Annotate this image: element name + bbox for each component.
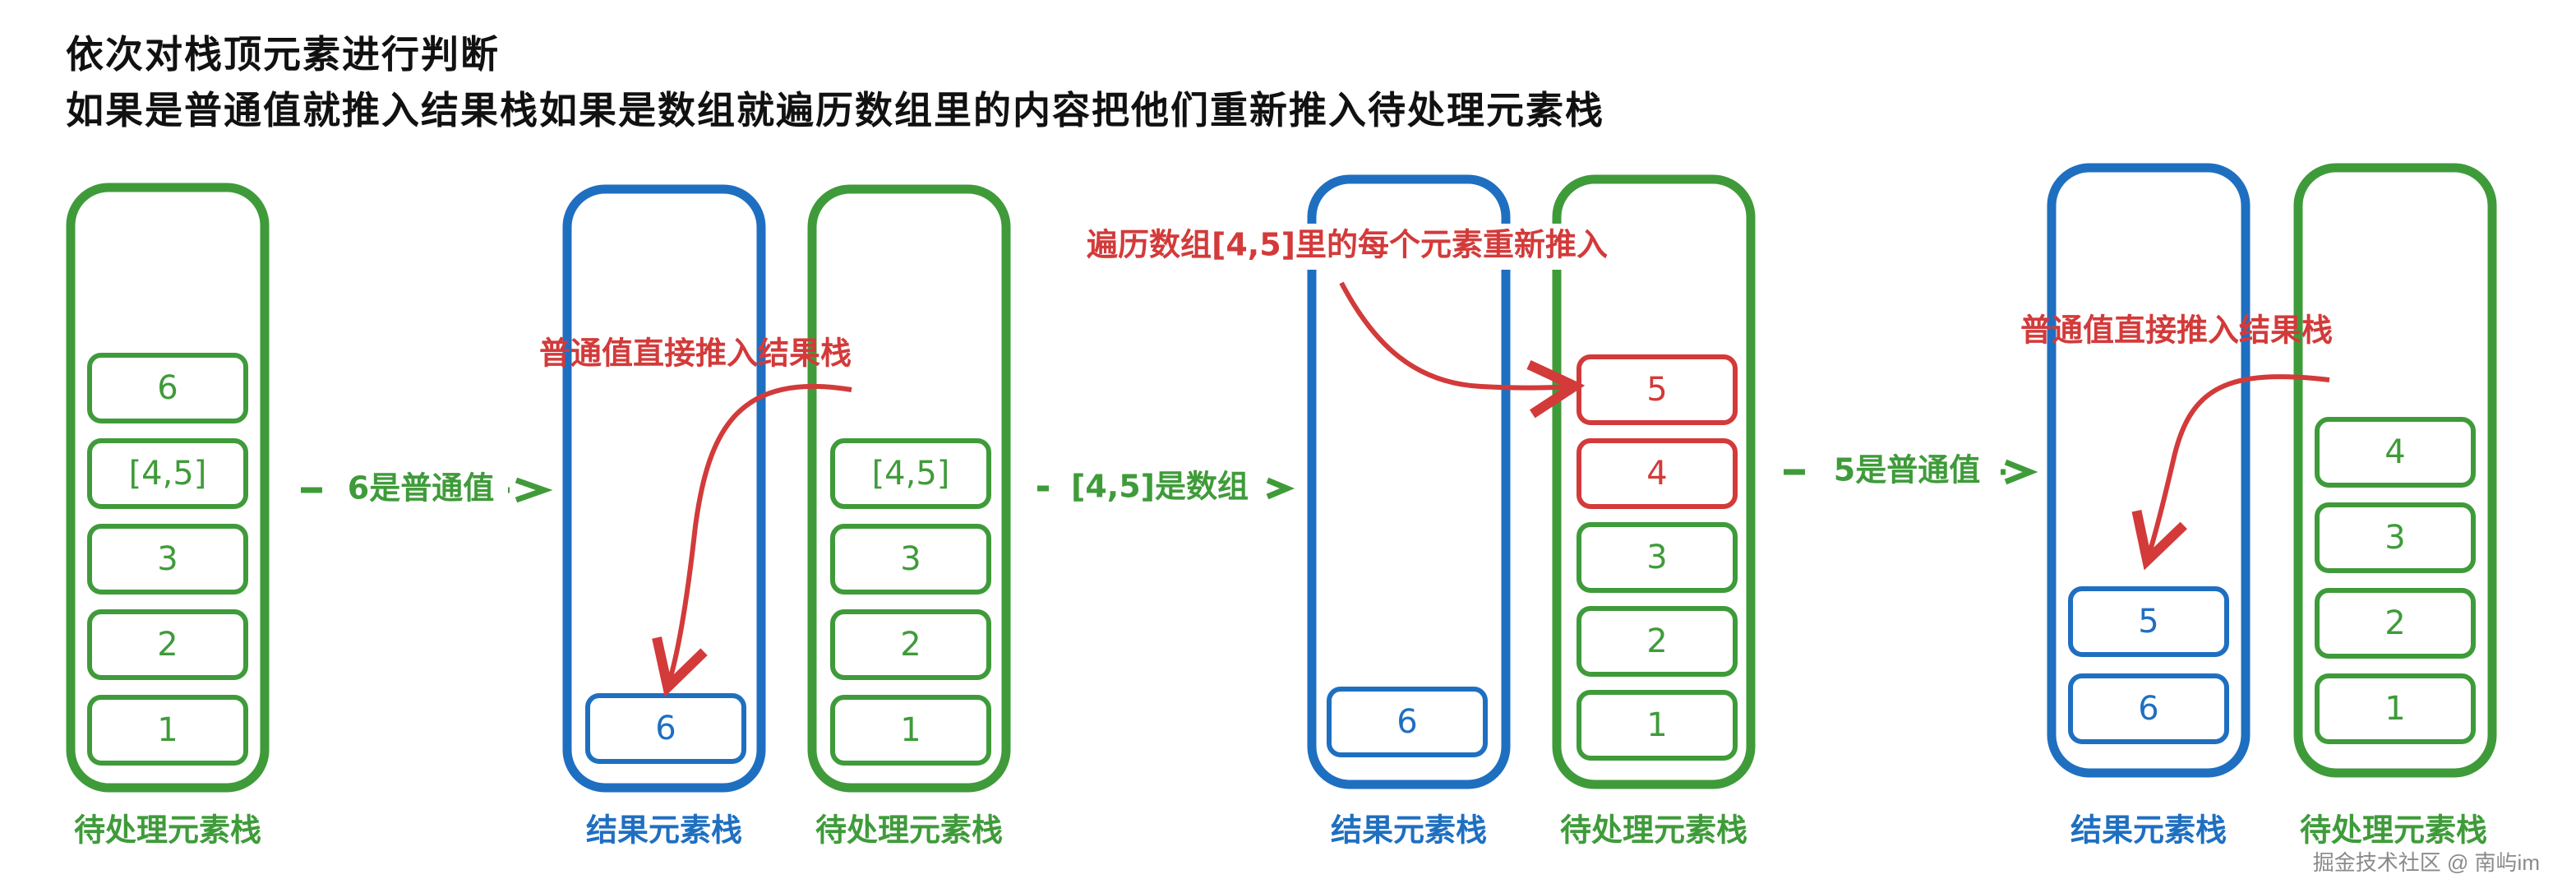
result-stack-4 — [2047, 163, 2251, 778]
pending-items-3: 5 4 3 2 1 — [1577, 354, 1738, 761]
stack-cell-value: 4 — [2384, 433, 2405, 471]
result-stack-label: 结果元素栈 — [2070, 812, 2227, 849]
stack-cell — [87, 524, 248, 595]
stack-cell — [830, 609, 991, 680]
annotation-2: 普通值直接推入结果栈 — [539, 335, 852, 372]
pending-items-4: 4 3 2 1 — [2315, 417, 2476, 744]
stack-cell — [2315, 673, 2476, 744]
stack-cell-value: 2 — [157, 626, 178, 664]
result-stack-3 — [1307, 174, 1511, 789]
watermark: 掘金技术社区 @ 南屿im — [2312, 850, 2540, 875]
pending-stack-label: 待处理元素栈 — [74, 812, 261, 849]
stack-cell-value: 3 — [157, 540, 178, 578]
stack-cell — [87, 695, 248, 766]
title-line-1: 依次对栈顶元素进行判断 — [66, 32, 500, 76]
stack-cell-value: [4,5] — [872, 455, 950, 493]
stack-cell-value: 5 — [1646, 371, 1667, 409]
stack-cell — [830, 524, 991, 595]
stack-cell-value: 4 — [1646, 455, 1667, 493]
stack-cell-value: 6 — [1396, 703, 1417, 741]
title-line-2: 如果是普通值就推入结果栈如果是数组就遍历数组里的内容把他们重新推入待处理元素栈 — [66, 88, 1604, 132]
stack-cell-value: 3 — [1646, 539, 1667, 576]
stack-cell-value: 1 — [900, 711, 921, 749]
stack-cell — [1577, 690, 1738, 761]
stack-cell — [87, 353, 248, 423]
stack-cell — [87, 438, 248, 509]
transition-label-3: 5是普通值 — [1834, 452, 1980, 488]
stack-cell — [1327, 687, 1488, 757]
push-arrow-4 — [2149, 374, 2330, 556]
stack-cell — [2315, 417, 2476, 488]
result-items-4: 56 — [2068, 586, 2229, 744]
stack-cell — [87, 609, 248, 680]
stack-cell — [830, 695, 991, 766]
transition-label-2: [4,5]是数组 — [1071, 469, 1249, 505]
pending-stack-2 — [807, 184, 1011, 793]
result-items-3: 6 — [1327, 687, 1488, 757]
stack-cell — [2315, 588, 2476, 659]
stack-cell-value: 6 — [655, 710, 676, 747]
pending-stack-4 — [2293, 163, 2497, 778]
stack-cell-value: 3 — [900, 540, 921, 578]
stack-cell-value: [4,5] — [129, 455, 207, 493]
stack-cell-value: 6 — [157, 369, 178, 407]
stack-cell — [2068, 673, 2229, 744]
result-stack-label: 结果元素栈 — [1331, 812, 1487, 849]
annotation-3: 遍历数组[4,5]里的每个元素重新推入 — [1087, 227, 1608, 263]
result-stack-2 — [562, 184, 766, 793]
result-stack-label: 结果元素栈 — [586, 812, 742, 849]
stack-cell-value: 2 — [1646, 622, 1667, 660]
pending-items-2: [4,5] 3 2 1 — [830, 438, 991, 766]
annotation-4: 普通值直接推入结果栈 — [2020, 312, 2333, 349]
stack-cell — [2315, 502, 2476, 573]
stack-cell-value: 1 — [1646, 706, 1667, 744]
pending-stack-label: 待处理元素栈 — [815, 812, 1003, 849]
transition-label-1: 6是普通值 — [348, 470, 494, 507]
stack-cell-value: 2 — [2384, 604, 2405, 642]
pending-stack-label: 待处理元素栈 — [1560, 812, 1747, 849]
stack-cell — [830, 438, 991, 509]
stack-cell-value: 1 — [157, 711, 178, 749]
stack-cell — [1577, 522, 1738, 593]
stack-cell-value: 1 — [2384, 690, 2405, 728]
result-items-2: 6 — [585, 693, 746, 764]
stack-cell — [1577, 606, 1738, 677]
pending-stack-1 — [66, 183, 270, 793]
stack-cell-value: 5 — [2138, 603, 2158, 641]
stack-cell — [2068, 586, 2229, 657]
stack-cell — [1577, 438, 1738, 509]
stack-cell-value: 3 — [2384, 519, 2405, 557]
pending-stack-label: 待处理元素栈 — [2300, 812, 2487, 849]
push-arrow-2 — [669, 384, 852, 682]
push-arrow-3 — [1339, 281, 1570, 388]
pending-stack-3 — [1552, 174, 1756, 789]
pending-items-1: 6 [4,5] 3 2 1 — [87, 353, 248, 766]
stack-cell-value: 6 — [2138, 690, 2158, 728]
stack-cell-value: 2 — [900, 626, 921, 664]
